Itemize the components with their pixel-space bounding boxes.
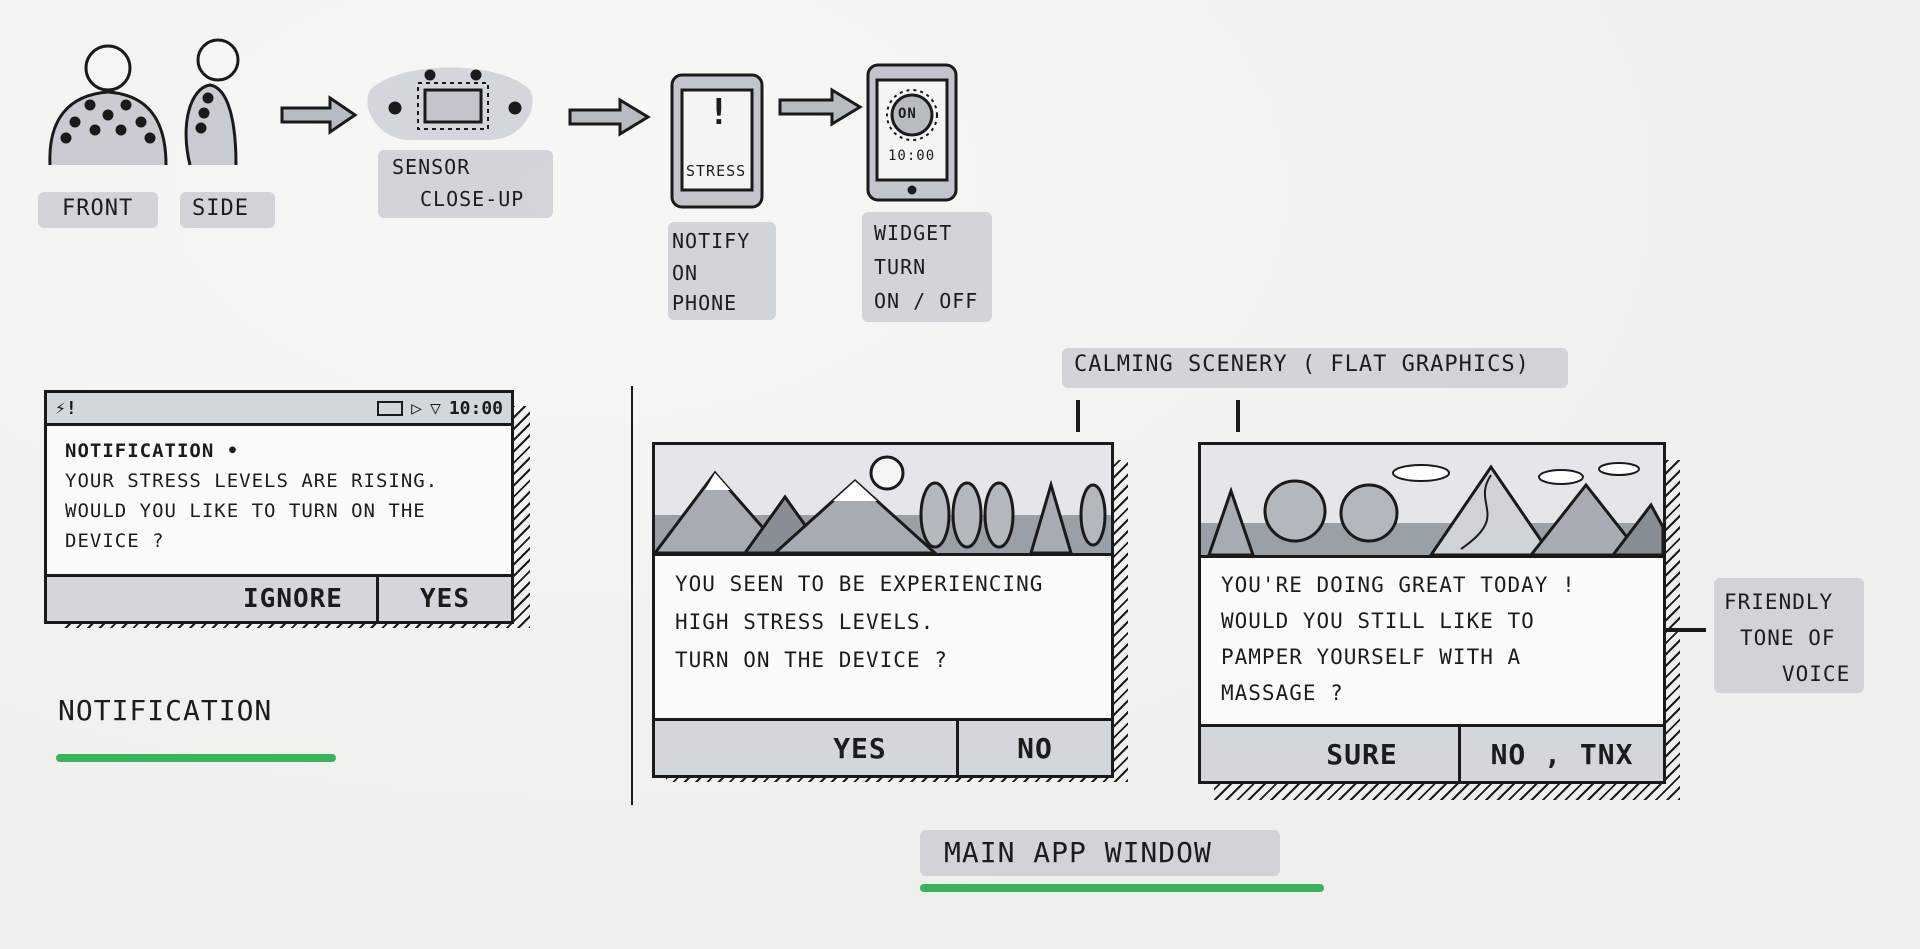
main-app-window-caption: MAiN APP WiNDOW — [944, 836, 1212, 869]
window-stress-line-2: HiGH STRESS LEVELS. — [675, 610, 935, 634]
phone-stress-text: STRESS — [686, 162, 747, 180]
front-label: FRONT — [62, 196, 134, 221]
app-window-stress[interactable]: YOU SEEN TO BE EXPERiENCiNG HiGH STRESS … — [652, 442, 1114, 778]
window-stress-message: YOU SEEN TO BE EXPERiENCiNG HiGH STRESS … — [675, 565, 1097, 679]
front-figure-sketch — [48, 44, 168, 166]
window-great-line-3: PAMPER YOURSELF WiTH A — [1221, 645, 1522, 669]
wifi-icon: ▽ — [429, 397, 441, 419]
notification-line-2: WOULD YOU LiKE TO TURN ON THE — [65, 500, 426, 522]
mountain-scene — [655, 445, 1111, 556]
notification-title: NOTiFiCATiON • — [65, 440, 240, 462]
window-great-line-2: WOULD YOU STiLL LiKE TO — [1221, 609, 1535, 633]
main-caption-underline — [920, 884, 1324, 892]
notification-body: NOTiFiCATiON • YOUR STRESS LEVELS ARE Ri… — [47, 426, 511, 566]
status-time: 10:00 — [448, 397, 503, 419]
calming-scenery-annotation: CALMiNG SCENERY ( FLAT GRAPHiCS) — [1074, 352, 1530, 377]
sure-button[interactable]: SURE — [1326, 737, 1398, 771]
play-icon: ▷ — [411, 397, 422, 419]
friendly-annotation-2: TONE OF — [1740, 626, 1836, 650]
notification-caption-underline — [56, 754, 336, 762]
phone-notify-sketch — [670, 73, 764, 209]
notification-yes-button[interactable]: YES — [376, 577, 511, 621]
sensor-label-1: SENSOR — [392, 155, 471, 179]
phone-widget-sketch — [866, 63, 958, 202]
no-thanks-button[interactable]: NO , TNX — [1458, 727, 1663, 781]
sensor-label-2: CLOSE-UP — [420, 187, 525, 211]
phone-alert-mark: ! — [708, 92, 731, 133]
widget-label-1: WiDGET — [874, 221, 953, 245]
notification-caption: NOTiFiCATiON — [58, 694, 273, 727]
label-marker-strokes — [38, 150, 1864, 876]
notify-label-3: PHONE — [672, 291, 738, 315]
status-bar: ⚡! ▷ ▽ 10:00 — [47, 393, 511, 426]
ignore-button[interactable]: IGNORE — [243, 584, 343, 614]
friendly-annotation-3: VOiCE — [1782, 662, 1851, 686]
friendly-annotation-1: FRiENDLY — [1724, 590, 1834, 614]
notification-button-row: IGNORE YES — [47, 574, 511, 621]
widget-on-text: ON — [898, 106, 917, 122]
window-stress-line-1: YOU SEEN TO BE EXPERiENCiNG — [675, 572, 1044, 596]
battery-icon — [377, 400, 404, 416]
forest-scene — [1201, 445, 1663, 558]
side-label: SiDE — [192, 196, 249, 221]
status-right: ▷ ▽ 10:00 — [377, 398, 503, 419]
widget-label-3: ON / OFF — [874, 289, 979, 313]
sensor-sketch — [367, 67, 533, 140]
notification-line-1: YOUR STRESS LEVELS ARE RiSiNG. — [65, 470, 439, 492]
mountain-scene-graphic — [655, 455, 1111, 555]
notification-card[interactable]: ⚡! ▷ ▽ 10:00 NOTiFiCATiON • YOUR STRESS … — [44, 390, 514, 624]
notify-label-1: NOTiFY — [672, 229, 751, 253]
window-great-button-row: SURE NO , TNX — [1201, 724, 1663, 781]
widget-time: 10:00 — [888, 148, 936, 164]
flow-arrows — [280, 87, 863, 137]
window-stress-button-row: YES NO — [655, 718, 1111, 775]
app-window-great[interactable]: YOU'RE DOiNG GREAT TODAY ! WOULD YOU STi… — [1198, 442, 1666, 784]
window-great-message: YOU'RE DOiNG GREAT TODAY ! WOULD YOU STi… — [1221, 567, 1649, 711]
window-stress-line-3: TURN ON THE DEViCE ? — [675, 648, 948, 672]
window-stress-yes-button[interactable]: YES — [833, 731, 887, 765]
side-figure-sketch — [184, 38, 240, 166]
notify-label-2: ON — [672, 261, 699, 285]
widget-label-2: TURN — [874, 255, 927, 279]
window-great-line-1: YOU'RE DOiNG GREAT TODAY ! — [1221, 573, 1576, 597]
forest-scene-graphic — [1201, 462, 1663, 557]
status-left-icons: ⚡! — [55, 397, 77, 419]
window-stress-no-button[interactable]: NO — [956, 721, 1111, 775]
notification-line-3: DEViCE ? — [65, 530, 165, 552]
window-great-line-4: MASSAGE ? — [1221, 681, 1344, 705]
